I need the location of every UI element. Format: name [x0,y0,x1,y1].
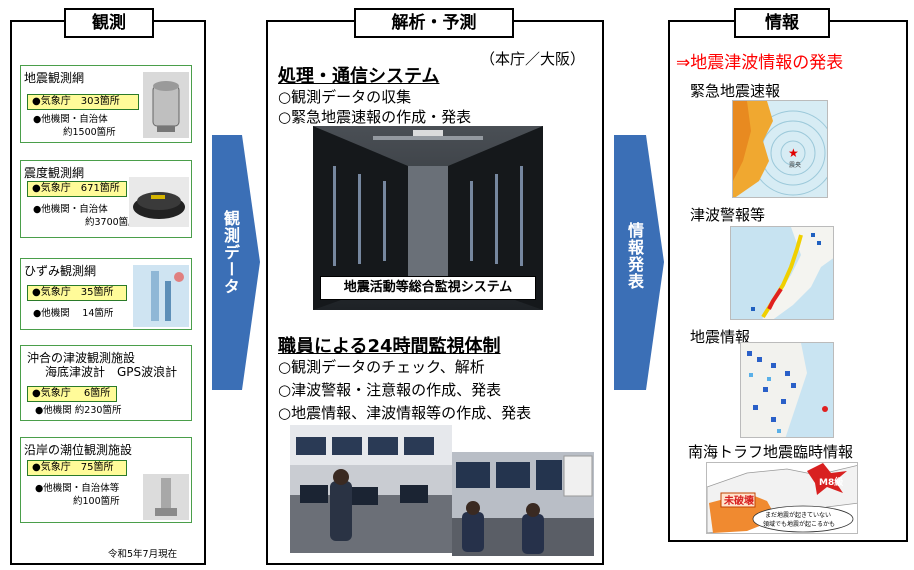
nankai-trough-label: 南海トラフ地震臨時情報 [688,443,854,461]
tide-station-card: 沿岸の潮位観測施設 ●気象庁 75箇所 ●他機関・自治体等 約100箇所 [20,437,192,523]
card-subtitle: 海底津波計 GPS波浪計 [45,365,178,379]
processing-system-heading: 処理・通信システム [278,66,440,87]
monitoring-item-1: ○観測データのチェック、解析 [278,358,485,376]
intensity-meter-photo [129,177,189,227]
processing-item-1: ○観測データの収集 [278,88,412,106]
jma-count: ●気象庁 671箇所 [27,181,127,197]
eew-label: 緊急地震速報 [690,82,781,100]
monitoring-heading: 職員による24時間監視体制 [278,336,501,357]
card-title: ひずみ観測網 [24,264,97,278]
card-title: 沖合の津波観測施設 [27,351,136,365]
eew-map: ★ 震央 [732,100,828,198]
other-count: ●他機関 14箇所 [33,308,114,319]
bubble-line-2: 領域でも地震が起こるかも [763,520,835,528]
control-room-photo-2 [452,452,594,556]
location-label: （本庁／大阪） [480,50,586,68]
system-caption: 地震活動等総合監視システム [320,276,536,300]
bubble-line-1: まだ地震が起きていない [765,511,831,519]
card-title: 沿岸の潮位観測施設 [24,443,133,457]
jma-count: ●気象庁 303箇所 [27,94,139,110]
card-title: 震度観測網 [24,166,85,180]
seismic-network-card: 地震観測網 ●気象庁 303箇所 ●他機関・自治体 約1500箇所 [20,65,192,143]
monitoring-item-2: ○津波警報・注意報の作成、発表 [278,381,502,399]
earthquake-info-label: 地震情報 [690,328,751,346]
unbroken-label: 未破壊 [723,494,755,507]
nankai-map: M8級 未破壊 まだ地震が起きていない 領域でも地震が起こるかも [706,462,858,534]
tide-station-photo [143,474,189,520]
control-room-photo-1 [290,425,452,553]
footnote-date: 令和5年7月現在 [108,549,178,560]
other-count: ●他機関 約230箇所 [35,405,122,416]
epicenter-label: 震央 [789,161,801,169]
jma-count: ●気象庁 35箇所 [27,285,127,301]
card-title: 地震観測網 [24,71,85,85]
processing-item-2: ○緊急地震速報の作成・発表 [278,108,472,126]
other-count-2: 約1500箇所 [63,127,116,138]
analysis-title: 解析・予測 [354,8,514,38]
jma-count: ●気象庁 75箇所 [27,460,127,476]
arrow-analysis-to-information [614,135,664,390]
intensity-network-card: 震度観測網 ●気象庁 671箇所 ●他機関・自治体 約3700箇所 [20,160,192,238]
observation-title: 観測 [64,8,154,38]
tsunami-map [730,226,834,320]
other-count: ●他機関・自治体等 [35,483,120,494]
monitoring-item-3: ○地震情報、津波情報等の作成、発表 [278,404,532,422]
other-count-2: 約100箇所 [73,496,120,507]
jma-count: ●気象庁 6箇所 [27,386,117,402]
svg-text:★: ★ [788,146,799,160]
arrow-label-information-release: 情報発表 [625,222,644,290]
other-count: ●他機関・自治体 [33,114,108,125]
strain-meter-diagram [133,265,189,327]
arrow-label-observation-data: 観測データ [221,210,240,295]
earthquake-info-map [740,342,834,438]
offshore-tsunami-card: 沖合の津波観測施設 海底津波計 GPS波浪計 ●気象庁 6箇所 ●他機関 約23… [20,345,192,421]
m8-label: M8級 [819,476,843,488]
strain-network-card: ひずみ観測網 ●気象庁 35箇所 ●他機関 14箇所 [20,258,192,330]
release-headline: ⇒地震津波情報の発表 [676,53,844,73]
arrow-observation-to-analysis [212,135,260,390]
other-count: ●他機関・自治体 [33,204,108,215]
information-title: 情報 [734,8,830,38]
other-count-2: 約3700箇所 [85,217,138,228]
seismometer-photo [143,72,189,138]
tsunami-warning-label: 津波警報等 [690,206,766,224]
